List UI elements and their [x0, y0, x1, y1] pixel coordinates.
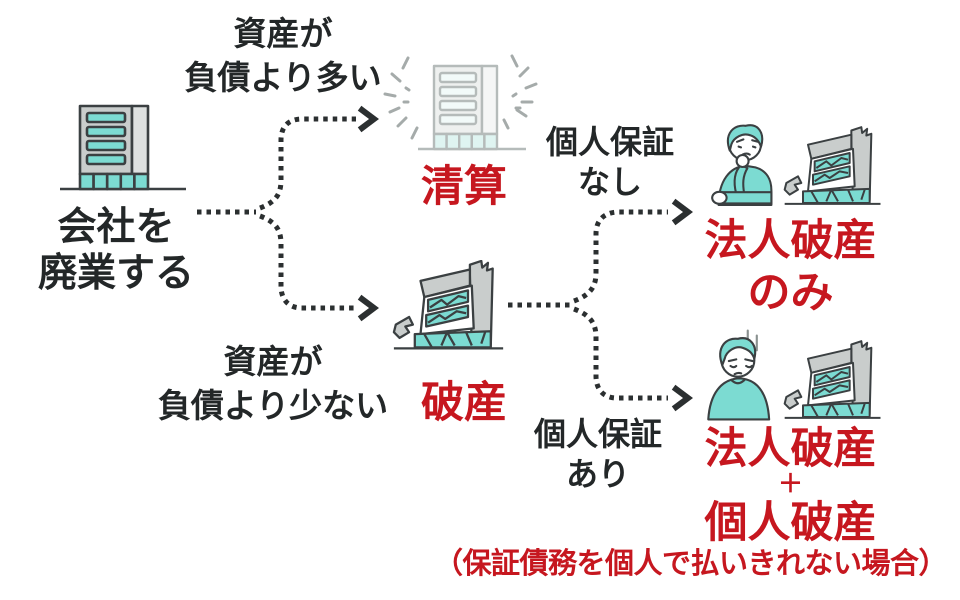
outcome-bankruptcy-label: 破産	[421, 379, 507, 427]
outcome-plus-sign: ＋	[777, 470, 803, 498]
arrowhead-bankruptcy	[357, 294, 379, 322]
arrow-branch-no-guarantee	[573, 209, 668, 304]
outcome-personal-label: 個人破産	[704, 499, 877, 547]
condition-assets-less-label: 資産が 負債より少ない	[157, 343, 389, 424]
arrow-branch-bankruptcy	[259, 213, 356, 311]
arrowhead-no-guarantee	[671, 198, 693, 226]
collapsed-building-icon	[392, 260, 506, 355]
guarantee-note-label: （保証債務を個人で払いきれない場合）	[433, 548, 948, 580]
condition-assets-more-label: 資産が 負債より多い	[184, 15, 382, 96]
outcome-corporate-only-label: 法人破産 のみ	[704, 217, 877, 317]
thinking-person-collapsed-building-icon	[711, 124, 882, 207]
arrow-branch-with-guarantee	[573, 306, 668, 401]
outcome-liquidation-label: 清算	[421, 163, 507, 211]
office-building-icon	[60, 104, 186, 191]
root-label: 会社を 廃業する	[37, 206, 194, 296]
sparkle-rays	[383, 54, 538, 140]
outcome-corporate-label: 法人破産	[704, 425, 877, 473]
arrow-branch-liquidation	[259, 116, 356, 211]
arrowhead-with-guarantee	[671, 384, 693, 412]
arrowhead-liquidation	[357, 105, 379, 133]
sad-person-collapsed-building-icon	[707, 329, 882, 421]
condition-no-guarantee-label: 個人保証 なし	[545, 124, 674, 201]
condition-with-guarantee-label: 個人保証 あり	[533, 416, 662, 493]
sparkling-building-icon	[383, 54, 538, 151]
